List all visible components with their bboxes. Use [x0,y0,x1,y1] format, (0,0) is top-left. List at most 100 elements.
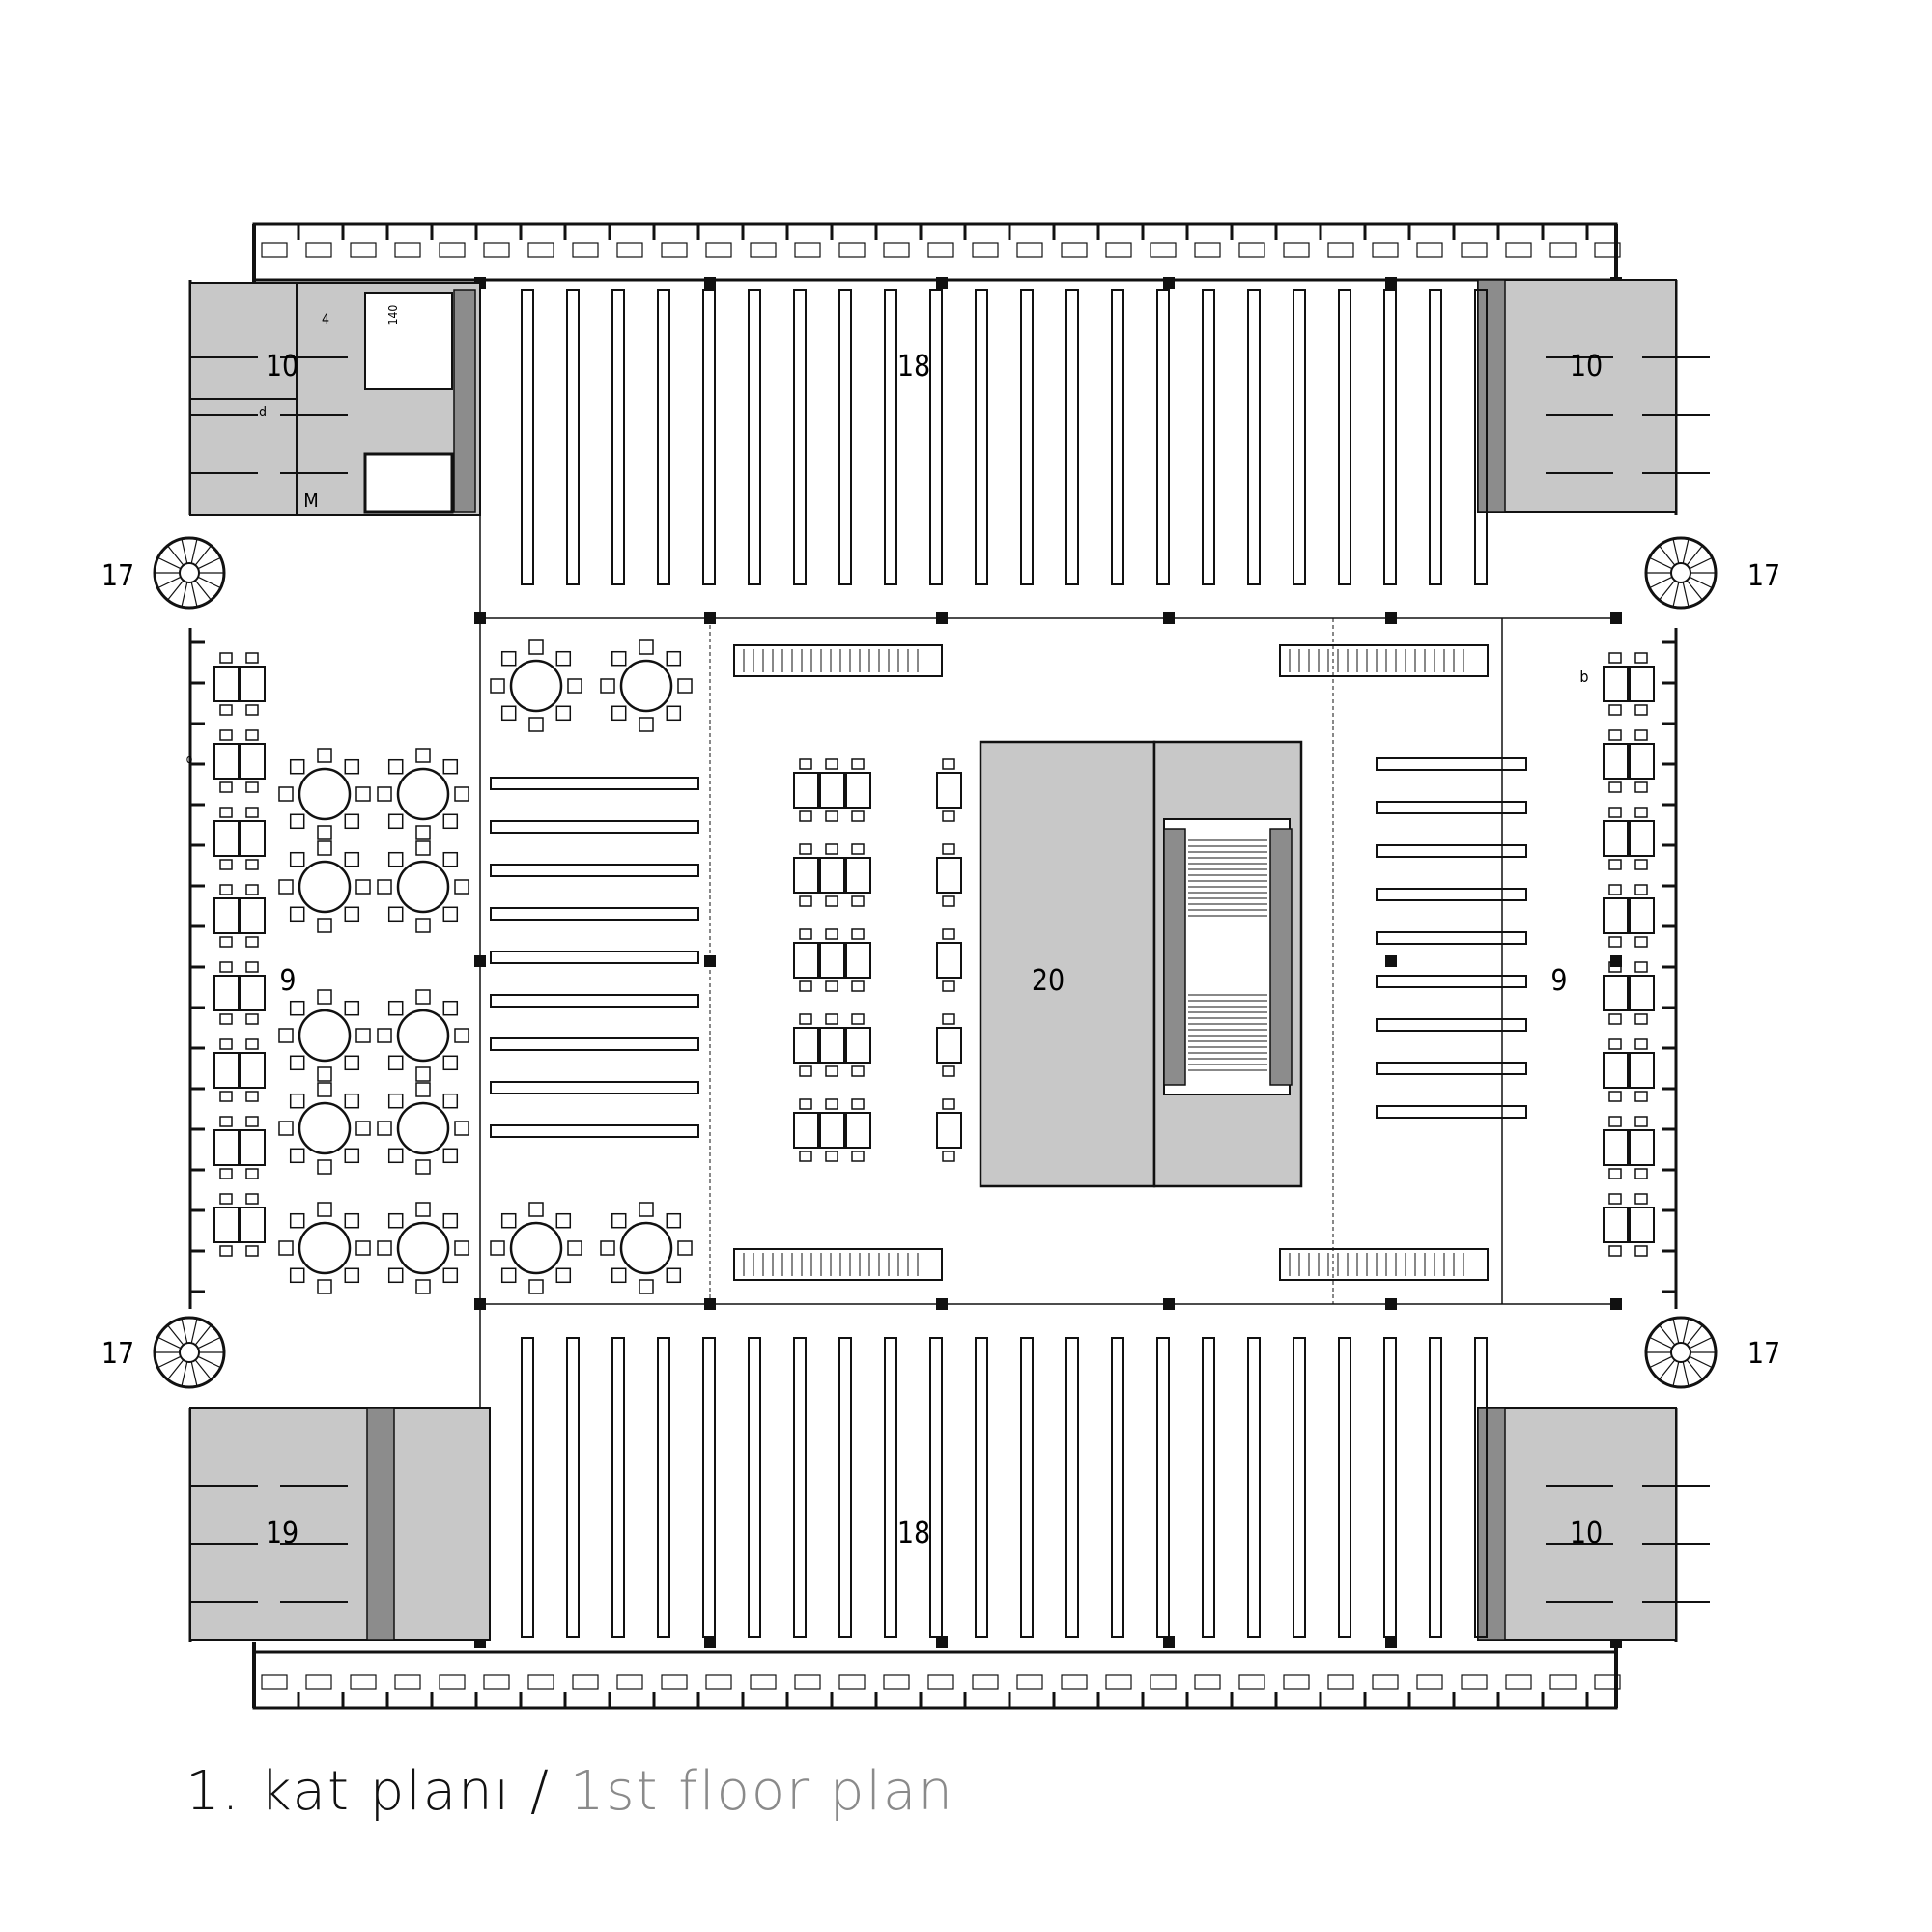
chair [666,650,682,667]
window-seat-south [394,1674,421,1690]
chair [1608,1245,1622,1257]
round-table [298,1101,352,1155]
spiral-tread [1649,1355,1673,1369]
chair [245,652,259,664]
chair [799,895,812,907]
study-desk [1603,975,1629,1011]
study-desk [1603,1207,1629,1243]
chair [387,1212,404,1229]
chair [1634,1168,1648,1179]
study-desk [793,1027,819,1064]
chair [377,1121,392,1136]
window-seat-north [1105,242,1132,258]
escalator [733,644,943,677]
study-desk [819,857,845,894]
chair [500,1267,517,1284]
south-window-band [252,1650,1618,1710]
spiral-tread [181,582,188,608]
chair [344,1212,360,1229]
structural-column [1385,612,1397,624]
chair [415,825,431,840]
chair [528,1202,544,1217]
window-seat-south [439,1674,466,1690]
spiral-tread [1672,1318,1680,1344]
stack-north [1020,289,1034,585]
chair [219,936,233,948]
chair [415,1082,431,1097]
label-wc-se: 10 [1570,1517,1603,1550]
spiral-tread [190,582,198,608]
chair [317,1082,332,1097]
spiral-tread [181,1361,188,1387]
chair [555,650,572,667]
spiral-tread [190,1318,198,1344]
chair [825,758,838,770]
window-seat-north [1194,242,1221,258]
chair [528,1279,544,1294]
chair [442,813,459,830]
window-seat-north [1016,242,1043,258]
chair [454,1028,469,1043]
chair [825,843,838,855]
chair [1608,652,1622,664]
structural-column [704,612,716,624]
spiral-tread [181,538,188,564]
study-desk [1629,975,1655,1011]
shelf-row-east [1376,1062,1527,1075]
stack-south [521,1337,534,1638]
spiral-tread [1682,1318,1690,1344]
chair [500,650,517,667]
escalator [1279,644,1489,677]
chair [219,729,233,741]
window-seat-north [261,242,288,258]
structural-column [936,277,948,289]
shelf-row-west [490,820,699,834]
window-seat-south [350,1674,377,1690]
chair [355,879,371,895]
window-seat-south [794,1674,821,1690]
chair [1634,1091,1648,1102]
stack-north [1474,289,1488,585]
service-cores [189,279,1710,1641]
window-seat-south [1238,1674,1265,1690]
chair [344,1055,360,1071]
structural-column [1163,1298,1175,1310]
chair [317,989,332,1005]
window-seat-north [1327,242,1354,258]
window-seat-south [972,1674,999,1690]
study-desk [240,820,266,857]
stack-south [838,1337,852,1638]
stack-south [793,1337,807,1638]
chair [387,1055,404,1071]
stack-south [1293,1337,1306,1638]
spiral-tread [197,1336,221,1350]
chair [289,906,305,923]
structural-column [704,955,716,967]
mark-dimension-140: 140 [386,305,400,326]
chair [219,652,233,664]
chair [344,851,360,867]
window-seat-south [1061,1674,1088,1690]
chair [666,705,682,722]
study-desk [1629,897,1655,934]
window-seat-south [261,1674,288,1690]
chair [677,678,693,694]
chair [245,884,259,895]
chair [825,980,838,992]
chair [851,895,865,907]
spiral-tread [1649,1336,1673,1350]
window-seat-south [1594,1674,1621,1690]
chair [387,1267,404,1284]
stack-south [1429,1337,1442,1638]
structural-column [1163,277,1175,289]
chair [245,859,259,870]
chair [1608,1168,1622,1179]
chair [344,1148,360,1164]
spiral-tread [1682,582,1690,608]
structural-column [1163,1636,1175,1648]
chair [344,906,360,923]
chair [317,840,332,856]
label-stair-se: 17 [1747,1337,1780,1371]
study-desk [1603,897,1629,934]
